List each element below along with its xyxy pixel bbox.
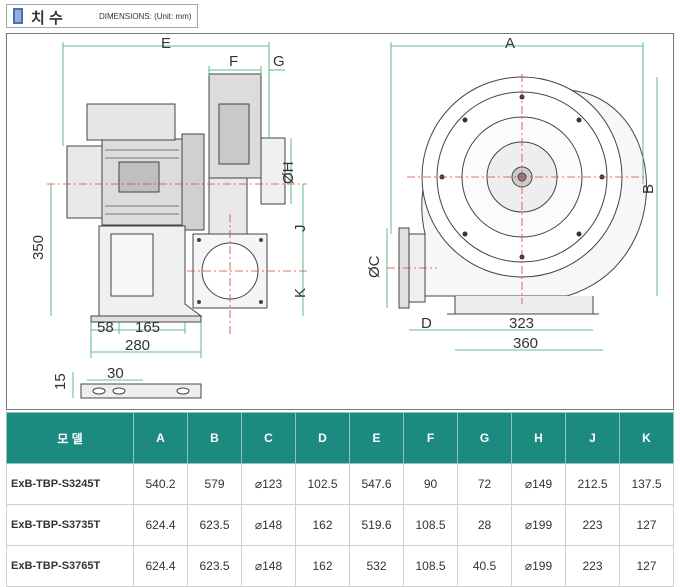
dim-label-323: 323 — [509, 315, 534, 332]
dim-label-K: K — [292, 288, 309, 298]
section-header: 치 수 DIMENSIONS: (Unit: mm) — [6, 4, 198, 28]
col-header-H: H — [511, 412, 566, 464]
col-header-A: A — [133, 412, 188, 464]
table-cell: 624.4 — [133, 504, 188, 546]
dim-label-165: 165 — [135, 319, 160, 336]
col-header-J: J — [565, 412, 620, 464]
table-cell: 127 — [619, 545, 674, 587]
dim-label-B: B — [640, 184, 657, 194]
table-cell: 532 — [349, 545, 404, 587]
section-title: 치 수 — [31, 10, 63, 27]
stand-window — [110, 233, 154, 297]
col-header-K: K — [619, 412, 674, 464]
table-header-row: 모 델 A B C D E F G H J K — [6, 412, 674, 464]
base-plate — [90, 315, 202, 323]
table-cell: ⌀199 — [511, 545, 566, 587]
model-cell: ExB-TBP-S3735T — [6, 504, 134, 546]
table-row: ExB-TBP-S3245T 540.2 579 ⌀123 102.5 547.… — [6, 463, 674, 505]
col-header-D: D — [295, 412, 350, 464]
dim-label-15: 15 — [52, 373, 69, 390]
table-cell: 223 — [565, 504, 620, 546]
dim-label-A: A — [505, 35, 515, 52]
dim-label-D: D — [421, 315, 432, 332]
table-cell: 540.2 — [133, 463, 188, 505]
col-header-E: E — [349, 412, 404, 464]
model-cell: ExB-TBP-S3245T — [6, 463, 134, 505]
table-cell: 623.5 — [187, 504, 242, 546]
table-cell: 623.5 — [187, 545, 242, 587]
col-header-G: G — [457, 412, 512, 464]
dim-label-30: 30 — [107, 365, 124, 382]
table-cell: 137.5 — [619, 463, 674, 505]
dim-label-E: E — [161, 35, 171, 52]
section-subtitle: DIMENSIONS: (Unit: mm) — [99, 12, 192, 21]
dim-label-360: 360 — [513, 335, 538, 352]
table-cell: 223 — [565, 545, 620, 587]
table-cell: ⌀123 — [241, 463, 296, 505]
col-header-F: F — [403, 412, 458, 464]
dim-label-H: ØH — [280, 162, 297, 185]
dim-label-280: 280 — [125, 337, 150, 354]
dim-label-350: 350 — [30, 235, 47, 260]
table-row: ExB-TBP-S3735T 624.4 623.5 ⌀148 162 519.… — [6, 504, 674, 546]
table-cell: 108.5 — [403, 545, 458, 587]
dim-label-F: F — [229, 53, 238, 70]
motor-flange — [181, 133, 205, 231]
drawing-canvas: E F G ØH J K 350 58 165 280 15 30 A B ØC… — [30, 35, 658, 399]
table-cell: ⌀148 — [241, 504, 296, 546]
dim-label-J: J — [292, 225, 309, 233]
col-header-C: C — [241, 412, 296, 464]
dim-label-C: ØC — [366, 255, 383, 278]
table-cell: 127 — [619, 504, 674, 546]
dim-label-58: 58 — [97, 319, 114, 336]
table-cell: ⌀148 — [241, 545, 296, 587]
motor-top-box — [86, 103, 176, 141]
table-cell: 108.5 — [403, 504, 458, 546]
motor-end-cap — [66, 145, 103, 219]
table-cell: 547.6 — [349, 463, 404, 505]
table-cell: 579 — [187, 463, 242, 505]
table-cell: ⌀199 — [511, 504, 566, 546]
table-row: ExB-TBP-S3765T 624.4 623.5 ⌀148 162 532 … — [6, 545, 674, 587]
table-cell: 72 — [457, 463, 512, 505]
col-header-B: B — [187, 412, 242, 464]
model-cell: ExB-TBP-S3765T — [6, 545, 134, 587]
col-header-model: 모 델 — [6, 412, 134, 464]
table-cell: 102.5 — [295, 463, 350, 505]
table-cell: 28 — [457, 504, 512, 546]
outlet-flange-side — [260, 137, 286, 205]
dimension-drawing: E F G ØH J K 350 58 165 280 15 30 A B ØC… — [6, 33, 674, 410]
terminal-box — [118, 161, 160, 193]
table-cell: 519.6 — [349, 504, 404, 546]
table-cell: ⌀149 — [511, 463, 566, 505]
table-cell: 624.4 — [133, 545, 188, 587]
dimension-table: 모 델 A B C D E F G H J K ExB-TBP-S3245T 5… — [6, 412, 674, 587]
mounting-bracket — [80, 383, 202, 399]
table-cell: 40.5 — [457, 545, 512, 587]
section-marker-icon — [13, 8, 23, 24]
dim-label-G: G — [273, 53, 285, 70]
table-cell: 162 — [295, 545, 350, 587]
table-cell: 162 — [295, 504, 350, 546]
table-cell: 212.5 — [565, 463, 620, 505]
table-cell: 90 — [403, 463, 458, 505]
